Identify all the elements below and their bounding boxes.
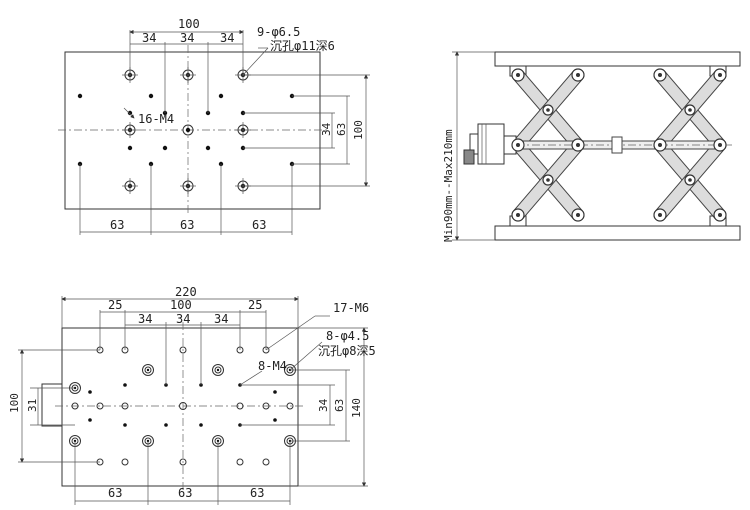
bottom-dim-p1: 34 xyxy=(138,312,152,326)
bottom-dim-left: 25 xyxy=(108,298,122,312)
bottom-dims-right: 34 63 140 xyxy=(240,327,368,487)
height-range-label: Min90mm--Max210mm xyxy=(442,129,455,242)
top-notes: 9-φ6.5 沉孔φ11深6 16-M4 xyxy=(123,25,335,126)
top-m4-holes xyxy=(77,93,295,167)
top-dim-b1: 63 xyxy=(110,218,124,232)
top-note-holes: 9-φ6.5 xyxy=(257,25,300,39)
bottom-dim-b2: 63 xyxy=(178,486,192,500)
bottom-dim-right: 25 xyxy=(248,298,262,312)
bottom-side-block xyxy=(41,383,63,427)
top-dim-b3: 63 xyxy=(252,218,266,232)
bottom-dim-100: 100 xyxy=(8,393,21,413)
bottom-dim-p2: 34 xyxy=(176,312,190,326)
bottom-dim-mid: 100 xyxy=(170,298,192,312)
bottom-dim-63: 63 xyxy=(333,399,346,412)
bottom-note-holes: 8-φ4.5 xyxy=(326,329,369,343)
bottom-dims-top: 220 25 100 25 34 34 34 xyxy=(61,285,299,385)
top-note-counterbore: 沉孔φ11深6 xyxy=(270,39,335,53)
base-platform xyxy=(494,225,741,241)
top-counterbore-holes xyxy=(122,67,251,194)
top-view: 100 34 34 34 63 63 63 34 xyxy=(58,17,370,235)
bottom-note-counterbore: 沉孔φ8深5 xyxy=(318,344,376,358)
top-dim-overall: 100 xyxy=(178,17,200,31)
bottom-notes: 17-M6 8-φ4.5 沉孔φ8深5 8-M4 xyxy=(239,301,376,386)
pivot-pins xyxy=(511,68,727,222)
top-dims-right: 34 63 100 xyxy=(243,74,370,187)
top-dims-bottom: 63 63 63 xyxy=(79,164,293,235)
bottom-dims-bottom: 63 63 63 xyxy=(74,441,291,505)
top-dim-63: 63 xyxy=(335,123,348,136)
top-dim-p1: 34 xyxy=(142,31,156,45)
top-dim-p2: 34 xyxy=(180,31,194,45)
bottom-dim-34: 34 xyxy=(317,398,330,412)
bottom-dim-140: 140 xyxy=(350,398,363,418)
top-platform xyxy=(494,51,741,67)
bottom-note-m4: 8-M4 xyxy=(258,359,287,373)
top-dim-b2: 63 xyxy=(180,218,194,232)
top-note-thread: 16-M4 xyxy=(138,112,174,126)
top-dim-34: 34 xyxy=(320,122,333,136)
top-dim-p3: 34 xyxy=(220,31,234,45)
top-dim-100: 100 xyxy=(352,120,365,140)
side-view: Min90mm--Max210mm xyxy=(442,51,741,242)
bottom-dim-31: 31 xyxy=(26,399,39,412)
top-dims-top: 100 34 34 34 xyxy=(129,17,244,113)
bottom-dim-overall: 220 xyxy=(175,285,197,299)
bottom-dim-p3: 34 xyxy=(214,312,228,326)
height-dimension: Min90mm--Max210mm xyxy=(442,51,495,242)
bottom-dim-b3: 63 xyxy=(250,486,264,500)
bottom-dim-b1: 63 xyxy=(108,486,122,500)
bottom-note-m6: 17-M6 xyxy=(333,301,369,315)
lead-screw xyxy=(500,136,735,154)
bottom-view: 220 25 100 25 34 34 34 63 63 63 xyxy=(8,285,376,505)
adjust-knob-icon[interactable] xyxy=(463,123,517,165)
bottom-dims-left: 100 31 xyxy=(8,349,100,463)
